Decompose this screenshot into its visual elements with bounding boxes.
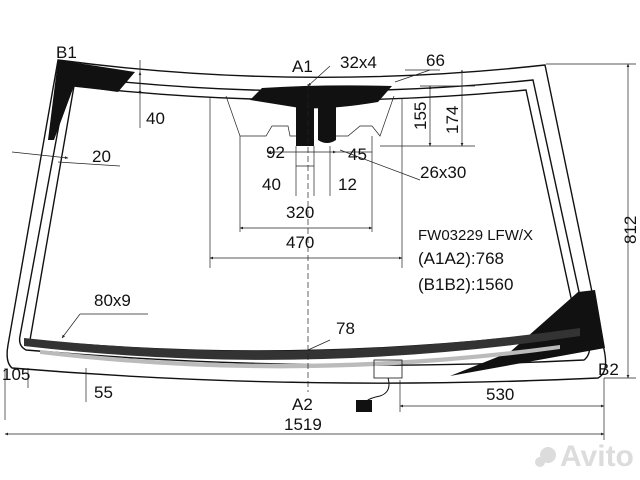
dim-55: 55 (94, 383, 113, 402)
dim-26x30: 26x30 (420, 163, 466, 182)
dim-1519: 1519 (284, 415, 322, 434)
dim-470: 470 (286, 233, 314, 252)
avito-logo-text: Avito (560, 440, 634, 473)
dimension-lines (4, 60, 636, 440)
part-number: FW03229 LFW/X (418, 227, 533, 244)
corner-label-a1: A1 (292, 57, 313, 76)
avito-watermark: Avito (535, 440, 634, 473)
a1a2-length: (A1A2):768 (418, 249, 504, 268)
dim-32x4: 32x4 (340, 53, 377, 72)
dim-530: 530 (486, 385, 514, 404)
dim-155: 155 (411, 102, 430, 130)
corner-label-a2: A2 (292, 395, 313, 414)
dim-78: 78 (336, 319, 355, 338)
dim-40-top: 40 (146, 109, 165, 128)
dim-92: 92 (266, 143, 285, 162)
ceramic-frit-bands (24, 60, 605, 376)
dim-80x9: 80x9 (94, 291, 131, 310)
dim-66: 66 (426, 51, 445, 70)
dim-45: 45 (348, 145, 367, 164)
dim-812: 812 (621, 216, 640, 244)
dim-40-center: 40 (262, 175, 281, 194)
dim-320: 320 (286, 203, 314, 222)
connector-wire (356, 359, 403, 412)
corner-label-b1: B1 (56, 43, 77, 62)
dim-12: 12 (338, 175, 357, 194)
dim-20: 20 (92, 147, 111, 166)
dim-174: 174 (443, 106, 462, 134)
b1b2-length: (B1B2):1560 (418, 275, 513, 294)
dim-105: 105 (2, 365, 30, 384)
corner-label-b2: B2 (598, 360, 619, 379)
